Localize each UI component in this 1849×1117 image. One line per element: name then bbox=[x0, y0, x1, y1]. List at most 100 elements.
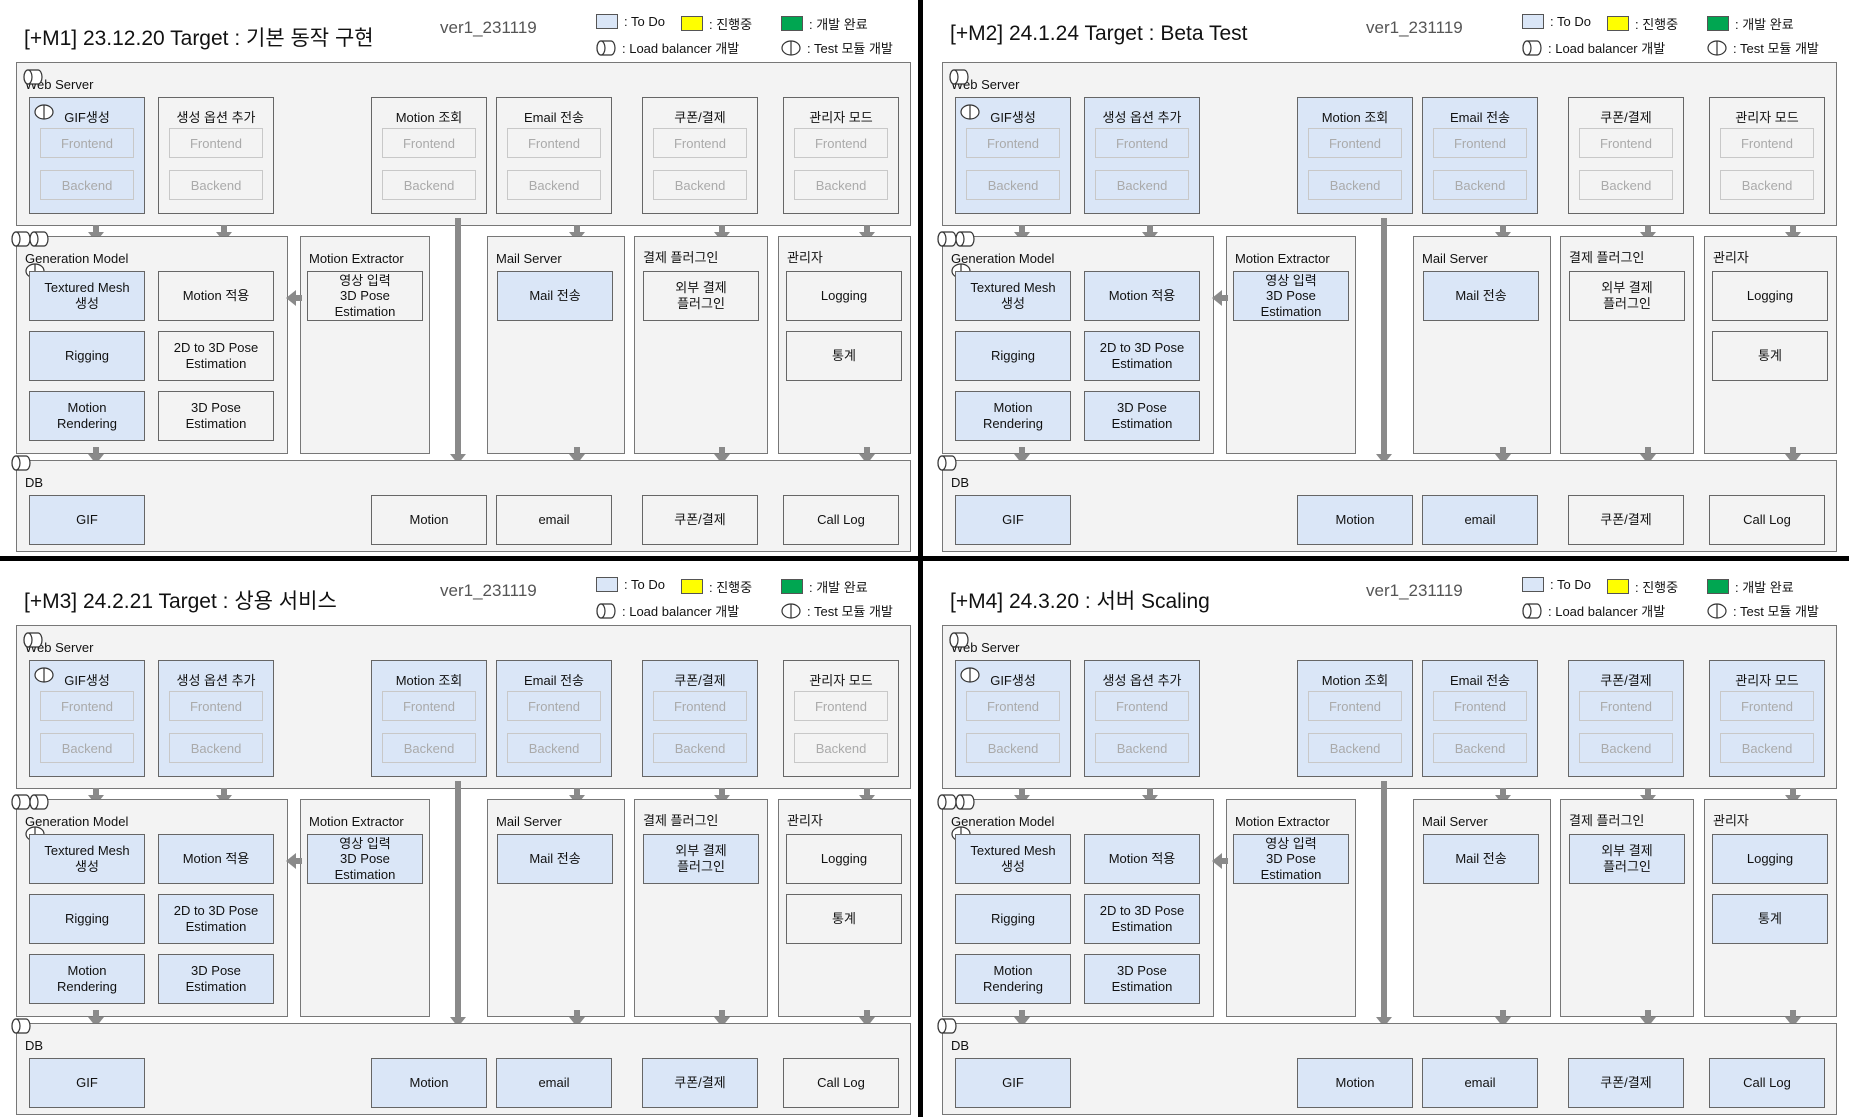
db-table-cell: email bbox=[496, 1058, 612, 1108]
load-balancer-icon bbox=[1522, 602, 1542, 619]
web-module-title: GIF생성 bbox=[64, 110, 110, 125]
legend-label-testmodule: : Test 모듈 개발 bbox=[1733, 41, 1819, 56]
db-table-cell: Call Log bbox=[783, 495, 899, 545]
pose-estimation-cell: 영상 입력 3D Pose Estimation bbox=[1233, 834, 1349, 884]
frontend-slot: Frontend bbox=[169, 128, 263, 158]
admin-cell-label: 통계 bbox=[832, 348, 856, 364]
db-table-label: Motion bbox=[1335, 1075, 1375, 1091]
frontend-slot: Frontend bbox=[1579, 128, 1673, 158]
admin-label: 관리자 bbox=[1713, 813, 1749, 828]
mail-server-label: Mail Server bbox=[1422, 814, 1488, 829]
payment-plugin-label: 결제 플러그인 bbox=[1569, 250, 1645, 265]
backend-slot: Backend bbox=[382, 170, 476, 200]
arrow-down-icon bbox=[450, 1010, 466, 1027]
arrow-down-icon bbox=[88, 447, 104, 464]
load-balancer-icon bbox=[29, 231, 49, 247]
web-module-title: 관리자 모드 bbox=[809, 110, 873, 125]
db-table-label: Motion bbox=[409, 1075, 449, 1091]
backend-slot: Backend bbox=[169, 733, 263, 763]
admin-cell-label: 통계 bbox=[1758, 911, 1782, 927]
generation-step: Rigging bbox=[955, 331, 1071, 381]
generation-step-label: Rigging bbox=[64, 348, 110, 364]
mail-send-cell: Mail 전송 bbox=[1423, 834, 1539, 884]
legend-label-loadbalancer: : Load balancer 개발 bbox=[1548, 604, 1666, 619]
db-table-cell: GIF bbox=[29, 1058, 145, 1108]
load-balancer-icon bbox=[11, 794, 31, 810]
backend-slot: Backend bbox=[1095, 733, 1189, 763]
generation-step-label: 3D Pose Estimation bbox=[1111, 963, 1173, 994]
legend-swatch-done bbox=[781, 579, 803, 594]
backend-slot: Backend bbox=[1433, 170, 1527, 200]
generation-step: 2D to 3D Pose Estimation bbox=[1084, 894, 1200, 944]
arrow-down-icon bbox=[569, 1010, 585, 1027]
legend-swatch-inprogress bbox=[1607, 579, 1629, 594]
admin-cell: Logging bbox=[786, 834, 902, 884]
legend-label-todo: : To Do bbox=[624, 577, 665, 592]
web-module-title: 생성 옵션 추가 bbox=[176, 673, 256, 688]
motion-extractor-label: Motion Extractor bbox=[309, 814, 404, 829]
db-table-label: Motion bbox=[1335, 512, 1375, 528]
backend-slot: Backend bbox=[1720, 170, 1814, 200]
generation-step-label: Motion 적용 bbox=[1108, 288, 1176, 304]
load-balancer-icon bbox=[937, 1018, 957, 1034]
arrow-down-icon bbox=[859, 447, 875, 464]
legend-label-testmodule: : Test 모듈 개발 bbox=[807, 41, 893, 56]
generation-step-label: Textured Mesh 생성 bbox=[44, 843, 130, 874]
motion-db-connector bbox=[1381, 218, 1387, 454]
arrow-down-icon bbox=[1014, 1010, 1030, 1027]
load-balancer-icon bbox=[955, 794, 975, 810]
legend-swatch-done bbox=[1707, 16, 1729, 31]
load-balancer-icon bbox=[937, 231, 957, 247]
panel-title: [+M4] 24.3.20 : 서버 Scaling bbox=[950, 590, 1210, 613]
frontend-slot: Frontend bbox=[794, 128, 888, 158]
external-payment-label: 외부 결제 플러그인 bbox=[1601, 280, 1653, 311]
web-module-title: GIF생성 bbox=[64, 673, 110, 688]
load-balancer-icon bbox=[596, 602, 616, 619]
load-balancer-icon bbox=[949, 632, 969, 648]
arrow-down-icon bbox=[1640, 447, 1656, 464]
db-table-label: 쿠폰/결제 bbox=[674, 512, 726, 528]
arrow-down-icon bbox=[1376, 447, 1392, 464]
generation-step: 2D to 3D Pose Estimation bbox=[1084, 331, 1200, 381]
web-module-title: Email 전송 bbox=[1449, 673, 1511, 688]
legend-loadbalancer: : Load balancer 개발 bbox=[596, 601, 739, 620]
frontend-slot: Frontend bbox=[1308, 128, 1402, 158]
legend-label-testmodule: : Test 모듈 개발 bbox=[807, 604, 893, 619]
test-module-icon bbox=[1707, 39, 1727, 56]
pose-estimation-cell: 영상 입력 3D Pose Estimation bbox=[307, 271, 423, 321]
generation-step-label: Motion 적용 bbox=[182, 851, 250, 867]
web-server-label: Web Server bbox=[951, 77, 1020, 92]
external-payment-cell: 외부 결제 플러그인 bbox=[1569, 271, 1685, 321]
version-label: ver1_231119 bbox=[1366, 18, 1463, 37]
frontend-slot: Frontend bbox=[966, 128, 1060, 158]
external-payment-label: 외부 결제 플러그인 bbox=[675, 280, 727, 311]
arrow-down-icon bbox=[88, 1010, 104, 1027]
web-module-title: 생성 옵션 추가 bbox=[1102, 110, 1182, 125]
arrow-down-icon bbox=[1495, 447, 1511, 464]
load-balancer-icon bbox=[955, 231, 975, 247]
generation-step-label: 2D to 3D Pose Estimation bbox=[1099, 903, 1185, 934]
legend-swatch-done bbox=[1707, 579, 1729, 594]
db-label: DB bbox=[951, 1038, 970, 1053]
mail-server-label: Mail Server bbox=[496, 251, 562, 266]
load-balancer-icon bbox=[11, 1018, 31, 1034]
backend-slot: Backend bbox=[40, 733, 134, 763]
web-module-title: 쿠폰/결제 bbox=[674, 673, 726, 688]
web-module-title: Email 전송 bbox=[1449, 110, 1511, 125]
legend-inprogress: : 진행중 bbox=[1607, 14, 1678, 33]
db-table-label: email bbox=[538, 1075, 570, 1091]
mail-send-cell: Mail 전송 bbox=[497, 834, 613, 884]
db-table-label: GIF bbox=[76, 512, 98, 528]
generation-step: Motion 적용 bbox=[158, 271, 274, 321]
